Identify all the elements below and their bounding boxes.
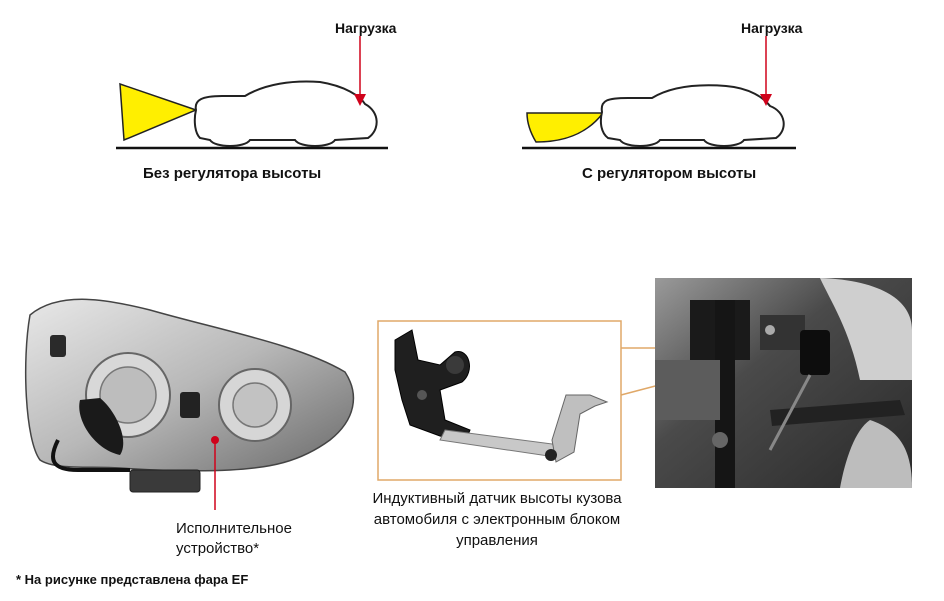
load-label-left: Нагрузка bbox=[335, 20, 397, 36]
car-silhouette bbox=[599, 84, 785, 147]
sensor-caption-line2: автомобиля с электронным блоком bbox=[373, 511, 621, 528]
diagram-with-leveling bbox=[522, 36, 796, 150]
sensor-callout bbox=[377, 320, 801, 481]
light-beam bbox=[526, 112, 605, 143]
sensor-caption-line1: Индуктивный датчик высоты кузова bbox=[372, 490, 622, 507]
light-beam bbox=[119, 82, 199, 142]
headlamp-image bbox=[24, 298, 355, 510]
caption-without-leveling: Без регулятора высоты bbox=[143, 165, 322, 182]
caption-with-leveling: С регулятором высоты bbox=[582, 165, 757, 182]
actuator-label-line1: Исполнительное bbox=[176, 520, 292, 537]
sensor-caption-line3: управления bbox=[456, 532, 538, 549]
car-silhouette bbox=[193, 80, 378, 147]
diagram-without-leveling bbox=[116, 36, 388, 150]
installation-photo bbox=[655, 278, 912, 488]
actuator-label-line2: устройство* bbox=[176, 540, 260, 557]
footnote: * На рисунке представлена фара EF bbox=[16, 572, 249, 587]
load-label-right: Нагрузка bbox=[741, 20, 803, 36]
